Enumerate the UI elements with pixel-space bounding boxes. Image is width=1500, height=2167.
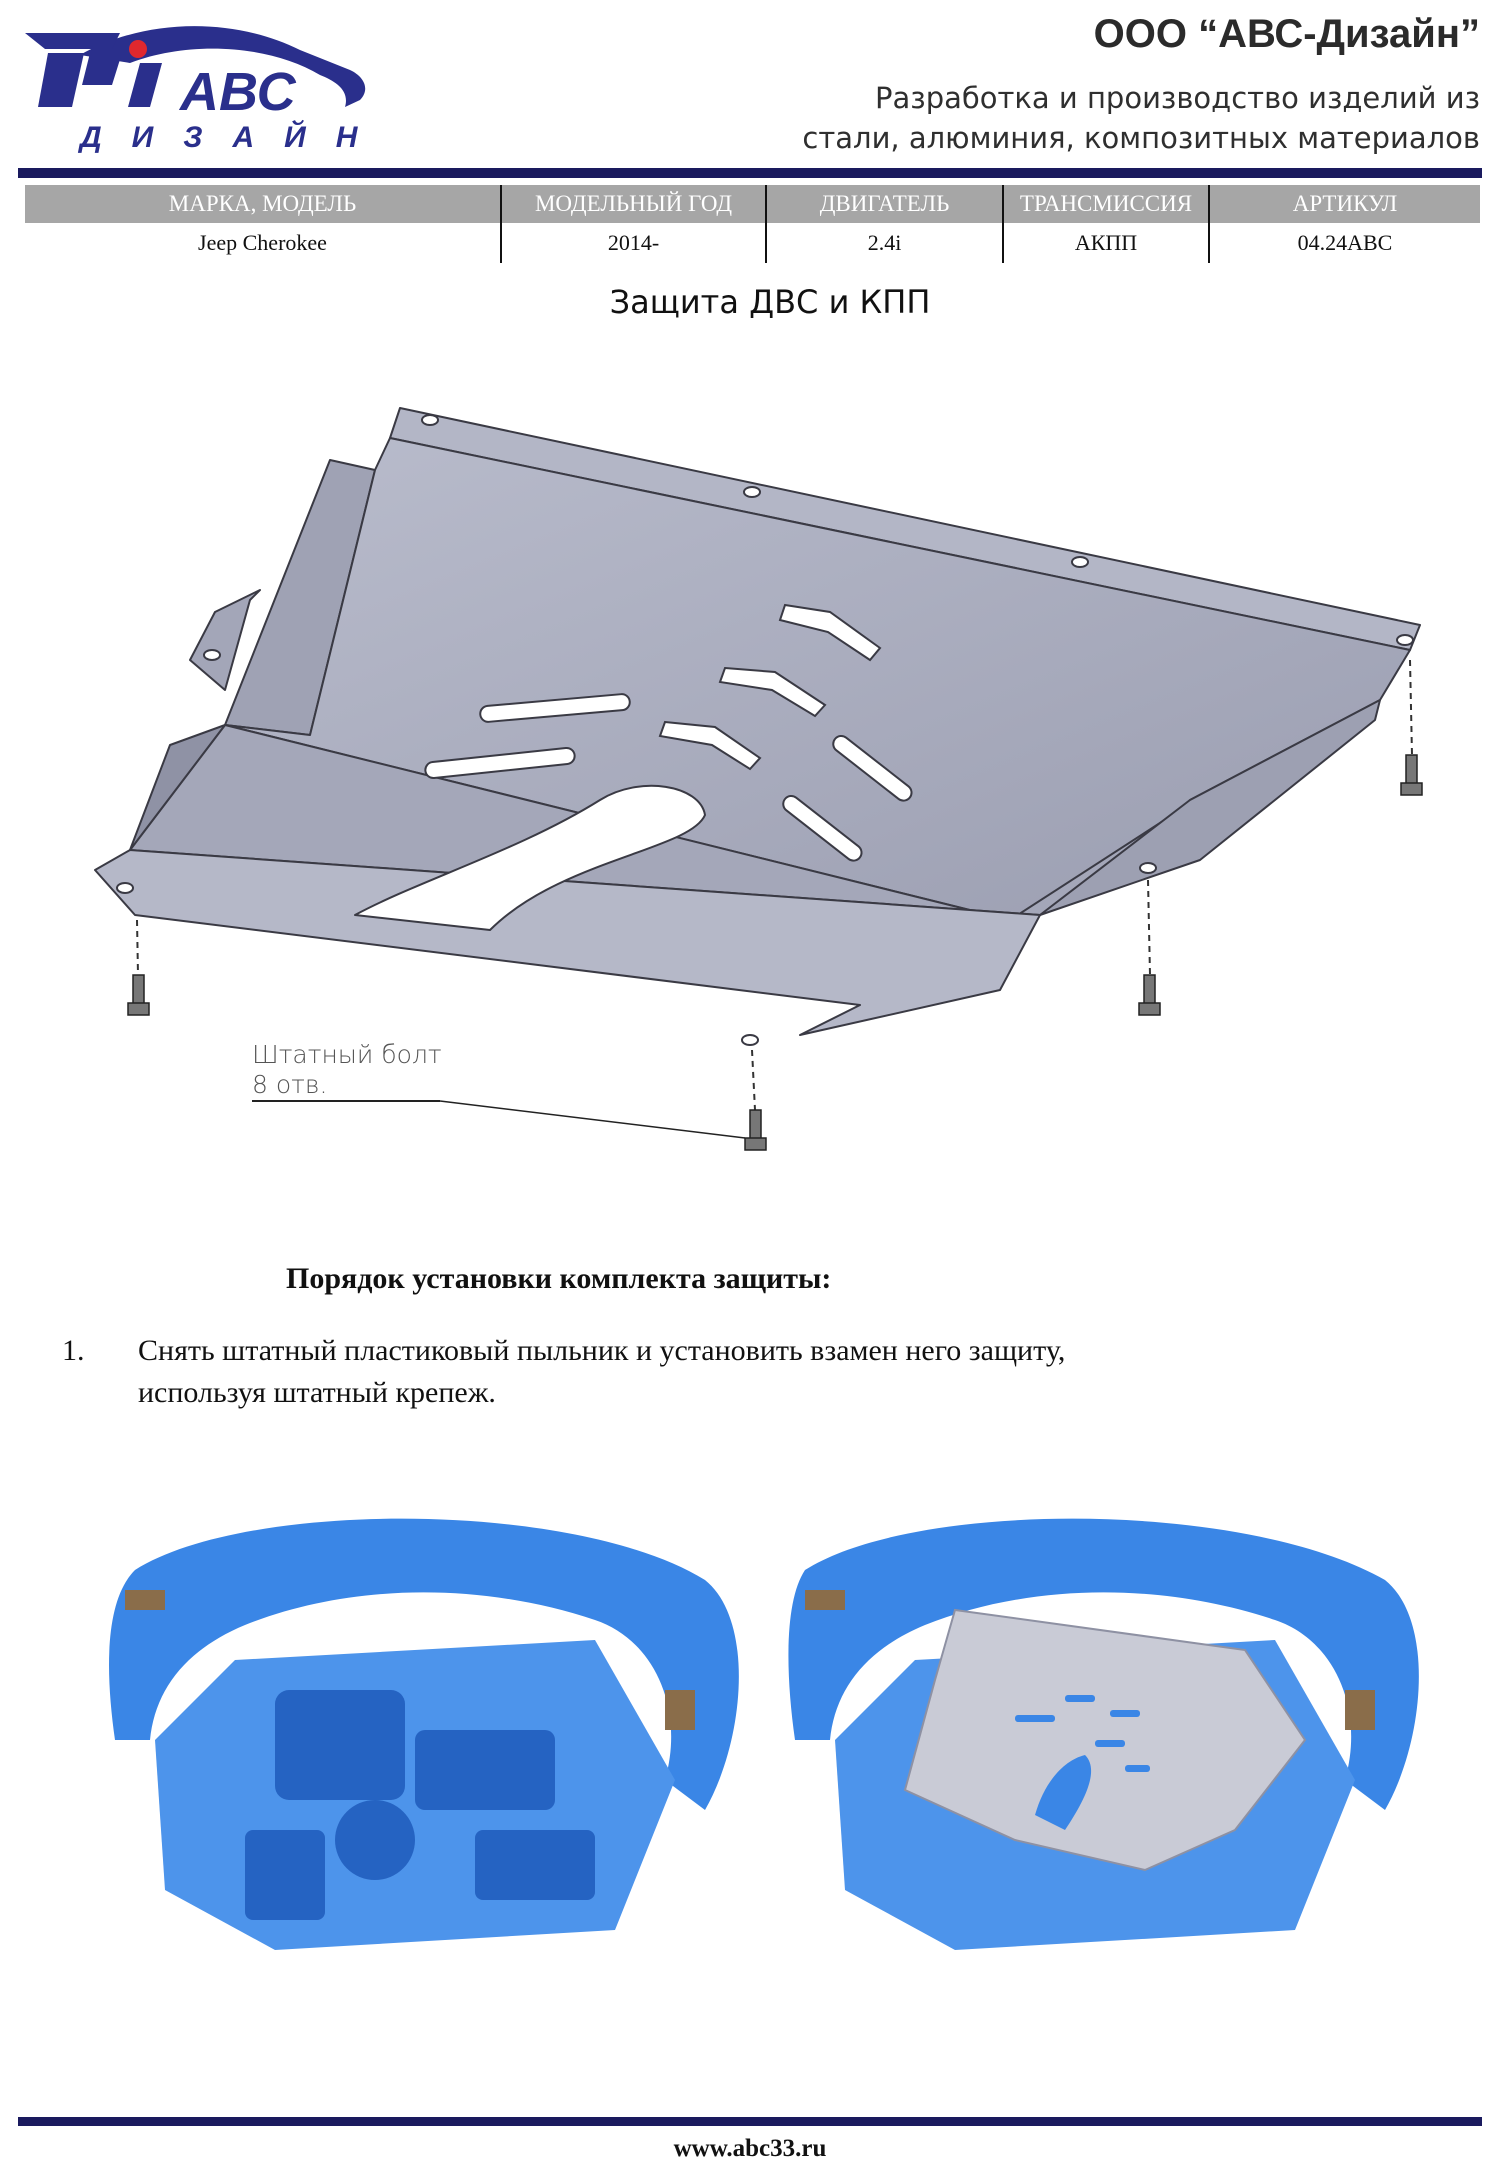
product-title: Защита ДВС и КПП — [609, 283, 931, 321]
bolt-callout-line-2: 8 отв. — [252, 1070, 328, 1099]
company-name: ООО “АВС-Дизайн” — [1093, 12, 1480, 56]
tagline-line-1: Разработка и производство изделий из — [875, 81, 1480, 115]
spec-table-header-row: МАРКА, МОДЕЛЬ МОДЕЛЬНЫЙ ГОД ДВИГАТЕЛЬ ТР… — [25, 185, 1480, 223]
after-installation-image — [788, 1518, 1419, 1950]
col-header-engine: ДВИГАТЕЛЬ — [765, 185, 1003, 223]
cell-engine: 2.4i — [765, 223, 1003, 263]
step-text: Снять штатный пластиковый пыльник и уста… — [138, 1334, 1066, 1409]
table-row: Jeep Cherokee 2014- 2.4i АКПП 04.24АВС — [25, 223, 1480, 263]
cell-transmission: АКПП — [1002, 223, 1209, 263]
bolt-callout-label: Штатный болт 8 отв. — [252, 1040, 442, 1100]
header-divider — [18, 168, 1482, 178]
col-header-year: МОДЕЛЬНЫЙ ГОД — [500, 185, 766, 223]
list-item: 1. Снять штатный пластиковый пыльник и у… — [62, 1330, 1162, 1414]
col-header-transmission: ТРАНСМИССИЯ — [1002, 185, 1209, 223]
instructions-list: 1. Снять штатный пластиковый пыльник и у… — [62, 1330, 1162, 1414]
step-number: 1. — [62, 1334, 85, 1367]
spec-table: МАРКА, МОДЕЛЬ МОДЕЛЬНЫЙ ГОД ДВИГАТЕЛЬ ТР… — [25, 185, 1480, 263]
before-installation-image — [109, 1518, 739, 1950]
bolt-callout-line-1: Штатный болт — [252, 1040, 442, 1069]
cell-article: 04.24АВС — [1208, 223, 1480, 263]
company-logo: АВС ДИЗАЙН — [25, 26, 380, 154]
instructions-heading: Порядок установки комплекта защиты: — [286, 1262, 832, 1295]
skid-plate-drawing — [94, 407, 1423, 1151]
cell-model: Jeep Cherokee — [198, 230, 327, 255]
col-header-model: МАРКА, МОДЕЛЬ — [25, 185, 501, 223]
footer-divider — [18, 2117, 1482, 2126]
logo-subtitle: ДИЗАЙН — [77, 119, 380, 154]
company-tagline: Разработка и производство изделий из ста… — [802, 78, 1480, 158]
tagline-line-2: стали, алюминия, композитных материалов — [802, 121, 1480, 155]
col-header-article: АРТИКУЛ — [1208, 185, 1480, 223]
logo-letters: АВС — [178, 62, 297, 122]
footer-website-link[interactable]: www.abc33.ru — [673, 2135, 827, 2162]
cell-year: 2014- — [500, 223, 766, 263]
